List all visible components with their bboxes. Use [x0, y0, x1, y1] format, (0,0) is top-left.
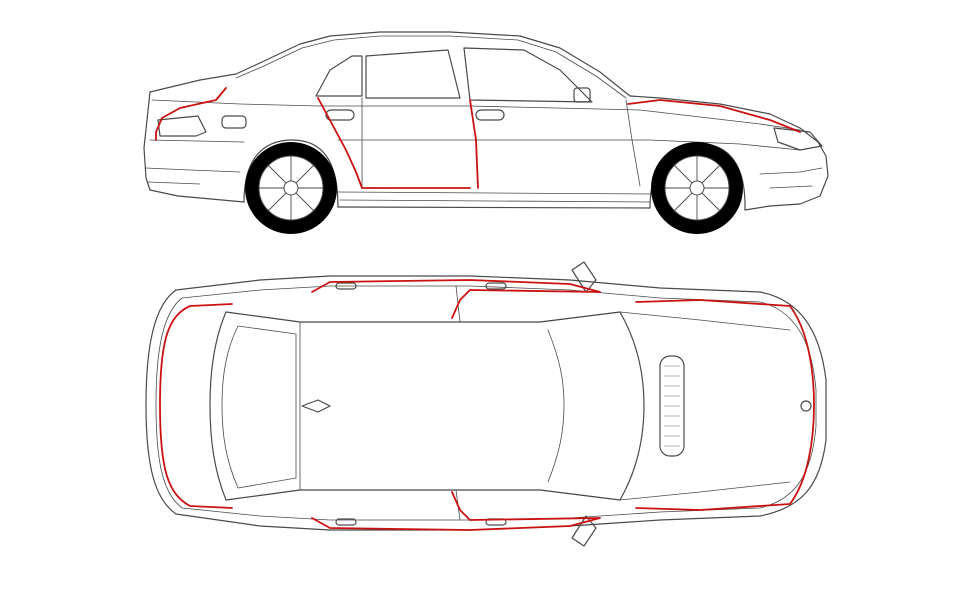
- side-body-outline: [143, 91, 829, 211]
- top-red-trunk: [159, 303, 233, 509]
- side-rear-window: [315, 55, 363, 97]
- side-rear-bumper: [145, 167, 241, 185]
- side-tail-lamp: [157, 115, 207, 137]
- side-head-lamp: [773, 127, 823, 151]
- side-rear-wheel: [245, 142, 337, 234]
- top-windshield: [539, 311, 621, 501]
- side-front-door-window: [463, 47, 593, 103]
- side-rear-door-window: [365, 49, 461, 99]
- top-rear-glass: [221, 325, 297, 489]
- top-bonnet-badge: [800, 400, 812, 412]
- side-red-trunk-seam: [155, 87, 227, 141]
- side-view: [143, 31, 829, 234]
- top-antenna: [301, 399, 331, 413]
- top-red-door-left: [311, 279, 601, 319]
- side-front-wheel: [651, 142, 743, 234]
- top-view: [145, 261, 827, 547]
- top-body-outline: [145, 275, 827, 531]
- side-mirror: [573, 87, 591, 103]
- top-handle-left-front: [485, 282, 507, 290]
- top-hood-line-lower: [619, 481, 791, 501]
- side-roof-inner: [235, 35, 627, 99]
- side-fuel-cap: [221, 115, 247, 129]
- side-door-seam-front: [625, 99, 641, 187]
- top-red-hood: [635, 299, 815, 511]
- side-front-bumper: [759, 167, 823, 189]
- top-mirror-left: [571, 261, 597, 293]
- top-body-inner: [155, 285, 817, 521]
- side-rocker: [337, 191, 651, 203]
- top-handle-right-rear: [335, 518, 357, 526]
- top-air-intake: [659, 355, 685, 457]
- side-red-front-door-seam: [469, 99, 479, 189]
- top-hood-line-upper: [619, 311, 791, 331]
- top-red-door-right: [311, 491, 601, 531]
- top-roof: [209, 311, 645, 501]
- side-roof: [149, 31, 631, 97]
- side-belt-line-2: [149, 139, 801, 151]
- top-rear-window: [225, 311, 301, 501]
- side-red-rear-door-seam: [317, 97, 471, 189]
- top-handle-left-rear: [335, 282, 357, 290]
- side-rear-door-handle: [325, 109, 355, 121]
- side-front-door-handle: [475, 109, 505, 121]
- side-red-hood-seam: [627, 99, 801, 133]
